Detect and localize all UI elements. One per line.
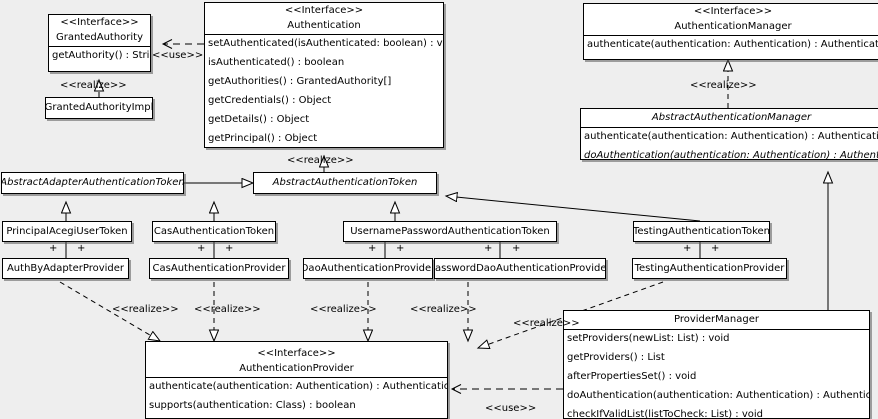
operation: getAuthorities() : GrantedAuthority[] (208, 76, 392, 87)
class-name: PasswordDaoAuthenticationProvider (434, 262, 606, 274)
class-name: TestingAuthenticationToken (633, 225, 770, 237)
class-name: AbstractAuthenticationManager (651, 112, 812, 123)
class-name: AuthByAdapterProvider (6, 262, 125, 274)
edge-label-realize-abstract-authentication-manager: <<realize>> (690, 80, 757, 91)
edge-label-realize-testing-authentication-provider: <<realize>> (513, 318, 580, 329)
class-name: AuthenticationManager (674, 21, 792, 32)
operation: doAuthentication(authentication: Authent… (584, 150, 878, 160)
association-adornment-plus: + (512, 243, 521, 254)
class-abstract-authentication-manager[interactable]: AbstractAuthenticationManager authentica… (580, 108, 878, 160)
class-authentication[interactable]: <<Interface>> Authentication setAuthenti… (204, 2, 444, 148)
stereotype-label: <<Interface>> (693, 6, 773, 17)
association-adornment-plus: + (484, 243, 493, 254)
class-header: ProviderManager (564, 311, 869, 329)
class-authentication-provider[interactable]: <<Interface>> AuthenticationProvider aut… (145, 341, 448, 419)
class-cas-authentication-token[interactable]: CasAuthenticationToken (152, 221, 276, 242)
stereotype-label: <<Interface>> (284, 5, 364, 16)
class-name: AbstractAdapterAuthenticationToken (1, 177, 184, 188)
class-header: AbstractAuthenticationManager (581, 109, 878, 127)
operation: setProviders(newList: List) : void (567, 333, 730, 344)
class-header: <<Interface>> AuthenticationManager (584, 4, 878, 35)
operation: authenticate(authentication: Authenticat… (584, 131, 878, 142)
edge-label-realize-password-dao-authentication-provider: <<realize>> (410, 304, 477, 315)
class-authentication-manager[interactable]: <<Interface>> AuthenticationManager auth… (583, 3, 878, 60)
operation: getDetails() : Object (208, 114, 310, 125)
operations-compartment: authenticate(authentication: Authenticat… (146, 377, 447, 416)
operation: authenticate(authentication: Authenticat… (149, 381, 447, 392)
operation: checkIfValidList(listToCheck: List) : vo… (567, 409, 764, 419)
operations-compartment: setAuthenticated(isAuthenticated: boolea… (205, 34, 443, 147)
operations-compartment: getAuthority() : String (49, 46, 150, 66)
operation: isAuthenticated() : boolean (208, 57, 345, 68)
class-testing-authentication-token[interactable]: TestingAuthenticationToken (633, 221, 770, 242)
class-name: GrantedAuthorityImpl (45, 102, 153, 113)
operations-compartment: authenticate(authentication: Authenticat… (584, 35, 878, 55)
operation: getPrincipal() : Object (208, 133, 318, 144)
class-auth-by-adapter-provider[interactable]: AuthByAdapterProvider (2, 258, 129, 279)
association-adornment-plus: + (225, 243, 234, 254)
class-name: GrantedAuthority (55, 32, 144, 43)
operations-compartment: setProviders(newList: List) : void getPr… (564, 329, 869, 419)
class-granted-authority-impl[interactable]: GrantedAuthorityImpl (45, 97, 153, 119)
class-abstract-authentication-token[interactable]: AbstractAuthenticationToken (253, 172, 437, 194)
class-dao-authentication-provider[interactable]: DaoAuthenticationProvider (303, 258, 433, 279)
association-adornment-plus: + (711, 243, 720, 254)
operations-compartment: authenticate(authentication: Authenticat… (581, 127, 878, 160)
class-name: CasAuthenticationProvider (152, 262, 286, 274)
edge-label-realize-cas-authentication-provider: <<realize>> (194, 304, 261, 315)
association-adornment-plus: + (368, 243, 377, 254)
class-name: UsernamePasswordAuthenticationToken (350, 225, 550, 237)
class-name: AuthenticationProvider (239, 363, 354, 374)
edge-label-use-authentication-granted-authority: <<use>> (152, 50, 204, 61)
class-name: AbstractAuthenticationToken (272, 177, 418, 188)
class-header: <<Interface>> Authentication (205, 3, 443, 34)
class-name: TestingAuthenticationProvider (634, 262, 785, 274)
operation: supports(authentication: Class) : boolea… (149, 400, 356, 411)
class-abstract-adapter-authentication-token[interactable]: AbstractAdapterAuthenticationToken (1, 172, 184, 194)
class-name: Authentication (287, 20, 361, 31)
class-password-dao-authentication-provider[interactable]: PasswordDaoAuthenticationProvider (434, 258, 606, 279)
class-username-password-authentication-token[interactable]: UsernamePasswordAuthenticationToken (343, 221, 557, 242)
operation: doAuthentication(authentication: Authent… (567, 390, 869, 401)
association-adornment-plus: + (396, 243, 405, 254)
class-provider-manager[interactable]: ProviderManager setProviders(newList: Li… (563, 310, 870, 419)
class-header: <<Interface>> GrantedAuthority (49, 15, 150, 46)
operation: setAuthenticated(isAuthenticated: boolea… (208, 38, 443, 49)
class-name: PrincipalAcegiUserToken (6, 225, 128, 237)
association-adornment-plus: + (49, 243, 58, 254)
operation: getCredentials() : Object (208, 95, 332, 106)
class-name: ProviderManager (673, 314, 759, 325)
class-principal-acegi-user-token[interactable]: PrincipalAcegiUserToken (2, 221, 132, 242)
class-testing-authentication-provider[interactable]: TestingAuthenticationProvider (632, 258, 787, 279)
class-name: CasAuthenticationToken (153, 225, 275, 237)
operation: authenticate(authentication: Authenticat… (587, 39, 878, 50)
class-cas-authentication-provider[interactable]: CasAuthenticationProvider (149, 258, 289, 279)
edge-label-realize-dao-authentication-provider: <<realize>> (310, 304, 377, 315)
edge-label-realize-granted-authority-impl: <<realize>> (60, 80, 127, 91)
association-adornment-plus: + (683, 243, 692, 254)
operation: afterPropertiesSet() : void (567, 371, 697, 382)
class-granted-authority[interactable]: <<Interface>> GrantedAuthority getAuthor… (48, 14, 151, 72)
edge-label-realize-abstract-authentication-token: <<realize>> (287, 155, 354, 166)
stereotype-label: <<Interface>> (60, 17, 139, 28)
class-header: <<Interface>> AuthenticationProvider (146, 342, 447, 377)
operation: getAuthority() : String (52, 50, 150, 61)
edge-label-use-provider-manager: <<use>> (485, 403, 537, 414)
association-adornment-plus: + (197, 243, 206, 254)
class-name: DaoAuthenticationProvider (303, 262, 433, 274)
stereotype-label: <<Interface>> (257, 348, 336, 359)
association-adornment-plus: + (77, 243, 86, 254)
operation: getProviders() : List (567, 352, 665, 363)
edge-label-realize-auth-by-adapter-provider: <<realize>> (112, 304, 179, 315)
